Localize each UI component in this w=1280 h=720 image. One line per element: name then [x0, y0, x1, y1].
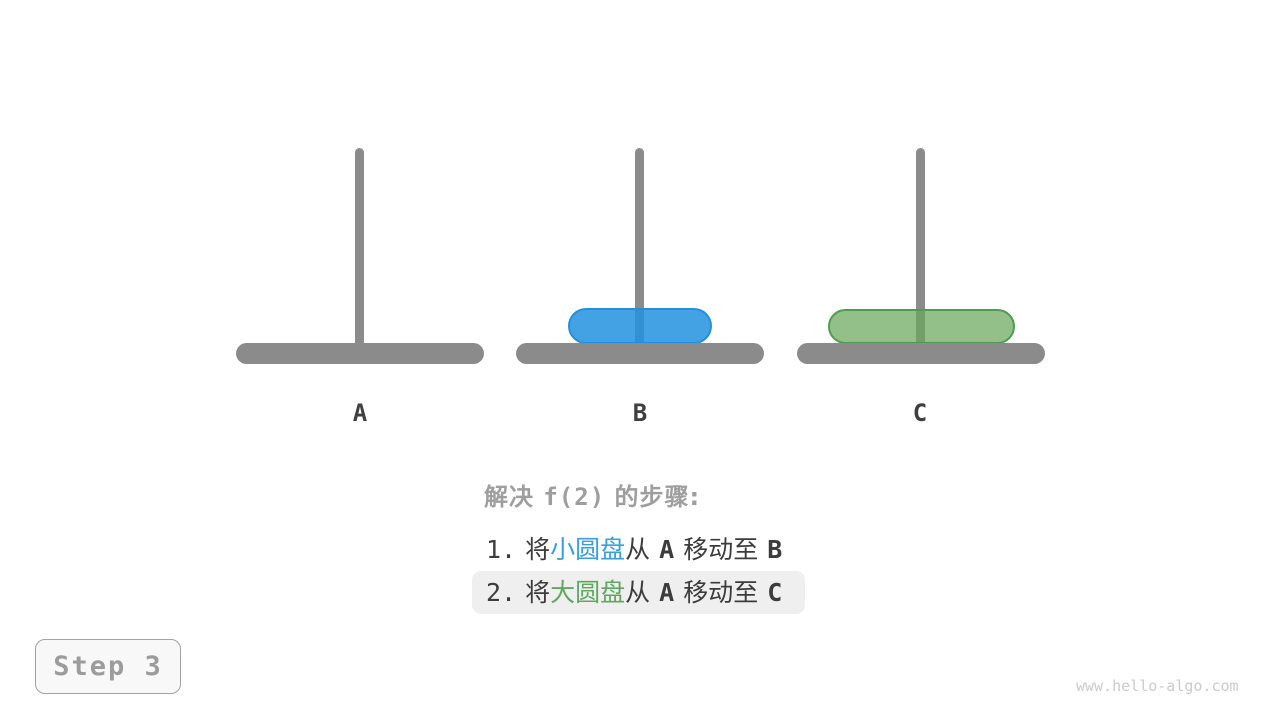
step-1-connector: 从: [625, 535, 651, 564]
peg-a-pole: [355, 148, 364, 345]
step-1-move-word: 移动至: [683, 535, 759, 564]
step-2-number: 2.: [486, 578, 517, 607]
peg-c-pole: [916, 148, 925, 345]
step-1-to-peg: B: [767, 535, 783, 564]
small-disk: [568, 308, 712, 344]
step-2-disk-word: 大圆盘: [550, 578, 626, 607]
step-2-from-peg: A: [659, 578, 675, 607]
step-2-move-word: 移动至: [683, 578, 759, 607]
peg-c-label: C: [912, 399, 928, 427]
peg-a-label: A: [352, 399, 368, 427]
peg-b-pole: [635, 148, 644, 345]
step-2-connector: 从: [625, 578, 651, 607]
step-1-verb: 将: [525, 535, 551, 564]
steps-heading-suffix: 的步骤:: [605, 483, 701, 511]
step-1-disk-word: 小圆盘: [550, 535, 626, 564]
peg-c-base: [797, 343, 1045, 364]
peg-b-base: [516, 343, 764, 364]
step-2-verb: 将: [525, 578, 551, 607]
steps-heading-prefix: 解决: [484, 483, 544, 511]
steps-heading-code: f(2): [543, 483, 606, 511]
step-1-number: 1.: [486, 535, 517, 564]
step-1-from-peg: A: [659, 535, 675, 564]
step-2-to-peg: C: [767, 578, 783, 607]
steps-heading: 解决 f(2) 的步骤:: [484, 477, 700, 512]
large-disk: [828, 309, 1015, 344]
step-counter-badge: Step 3: [35, 639, 181, 694]
peg-a-base: [236, 343, 484, 364]
peg-b-label: B: [632, 399, 648, 427]
site-watermark: www.hello-algo.com: [1076, 677, 1239, 695]
